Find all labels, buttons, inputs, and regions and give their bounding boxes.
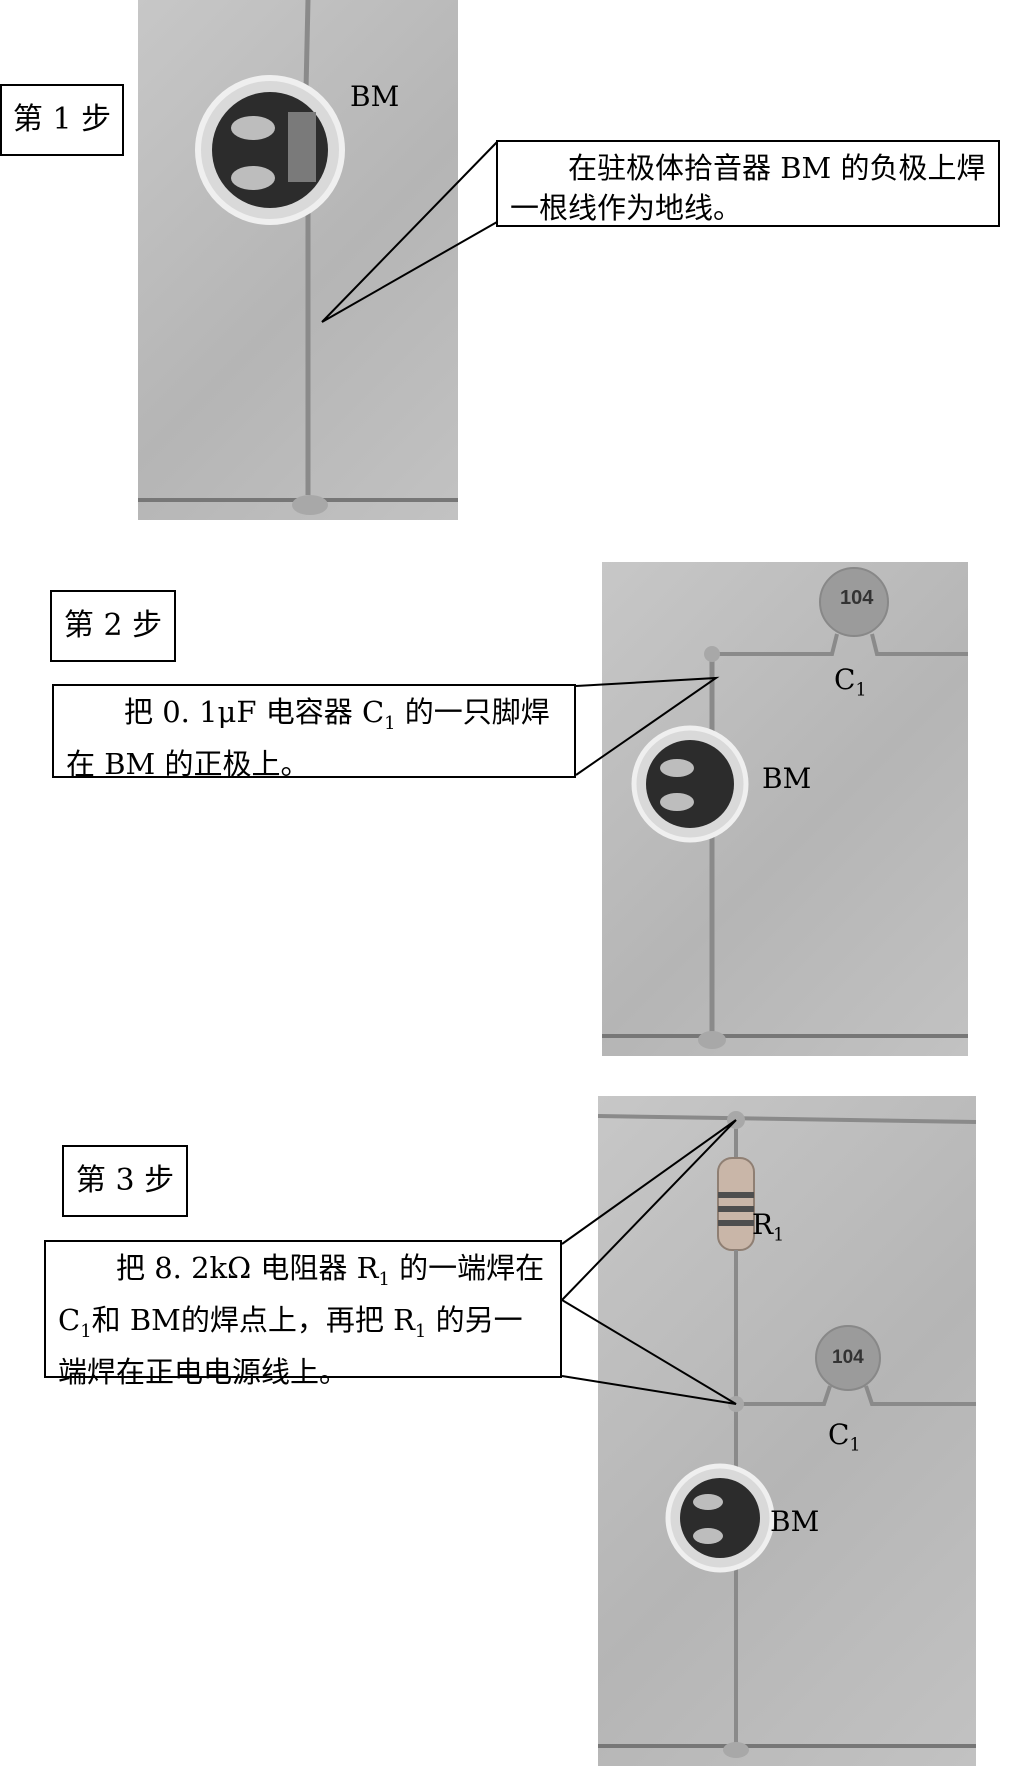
step-3-capacitor-code: 104: [832, 1347, 864, 1368]
step-3-bm-label: BM: [770, 1505, 820, 1538]
capacitor-lead-2: [870, 633, 968, 656]
resistor-body: [717, 1157, 755, 1251]
step-3-title: 第 3 步: [62, 1145, 188, 1217]
step-2-circuit-drawing: [602, 567, 968, 1049]
step-3-circuit-drawing: [598, 1111, 976, 1758]
microphone-face: [680, 1478, 760, 1558]
step-2-photo: [602, 562, 968, 1056]
step-2-callout: 把 0. 1μF 电容器 C1 的一只脚焊在 BM 的正极上。: [52, 684, 576, 781]
capacitor-body: [819, 567, 889, 637]
step-1-photo: [138, 0, 458, 520]
step-2-bm-label: BM: [762, 762, 812, 795]
solder-joint: [704, 646, 720, 662]
capacitor-body: [815, 1325, 881, 1391]
step-3-capacitor-label: C1: [828, 1418, 861, 1456]
step-1-circuit-drawing: [138, 0, 458, 515]
positive-power-wire: [598, 1114, 976, 1124]
step-1-title: 第 1 步: [0, 84, 124, 156]
step-3-photo: [598, 1096, 976, 1766]
step-3-callout: 把 8. 2kΩ 电阻器 R1 的一端焊在 C1和 BM的焊点上，再把 R1 的…: [44, 1240, 562, 1389]
solder-joint-middle: [728, 1396, 744, 1412]
solder-joint: [292, 495, 328, 515]
step-1-callout: 在驻极体拾音器 BM 的负极上焊一根线作为地线。: [496, 140, 1000, 227]
solder-joint-top: [727, 1111, 745, 1129]
step-3-resistor-label: R1: [752, 1208, 785, 1246]
step-2-capacitor-code: 104: [840, 587, 874, 609]
step-2-capacitor-label: C1: [834, 663, 867, 701]
lead-wire: [290, 0, 311, 495]
step-1-bm-label: BM: [350, 80, 400, 113]
step-2-title: 第 2 步: [50, 590, 176, 662]
microphone-face: [646, 740, 734, 828]
capacitor-lead-1: [712, 633, 839, 656]
